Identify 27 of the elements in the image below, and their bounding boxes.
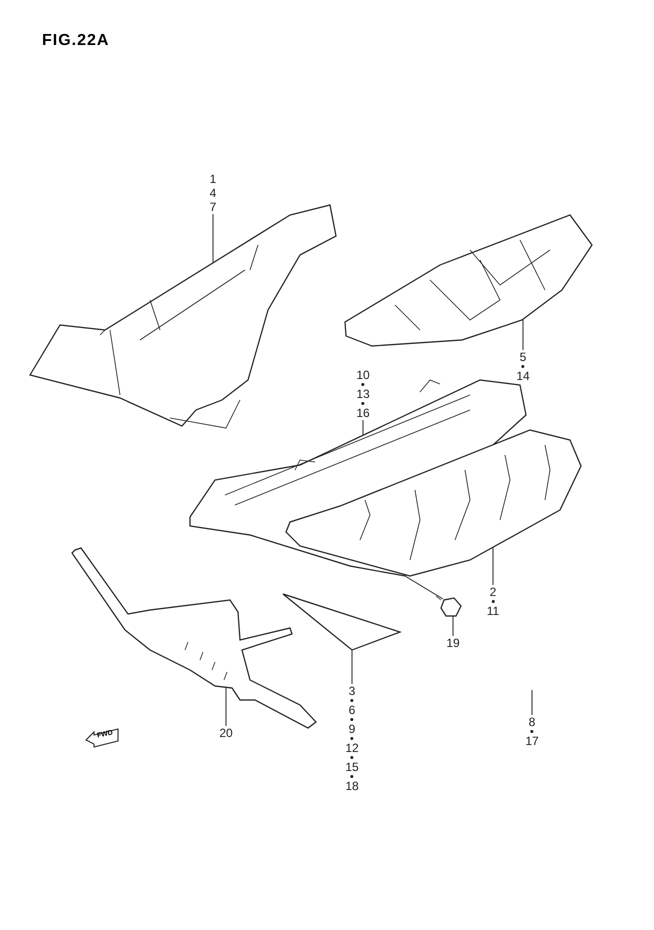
callout-number: 20 <box>219 726 233 740</box>
callout-number: 6 <box>348 703 356 717</box>
callout-number: 2 <box>490 585 496 599</box>
leader-line <box>452 616 454 636</box>
callout-number: 8 <box>528 715 536 729</box>
leader-line <box>404 576 444 600</box>
callout-number: 4 <box>210 186 216 200</box>
callout-number: 7 <box>210 200 216 214</box>
callout-number: 9 <box>348 722 356 736</box>
callout-number: 16 <box>356 406 370 420</box>
figure-title: FIG.22A <box>42 32 110 50</box>
callout-number: 14 <box>516 369 530 383</box>
callout-number: 5 <box>520 350 526 364</box>
callout-number: 10 <box>356 368 370 382</box>
callout-number: 19 <box>446 636 460 650</box>
leader-line <box>212 214 214 264</box>
callout-number: 3 <box>348 684 356 698</box>
callout-number: 13 <box>356 387 370 401</box>
leader-line <box>492 546 494 586</box>
callout-number: 15 <box>345 760 359 774</box>
callout-number: 18 <box>345 779 359 793</box>
callout-number: 1 <box>210 172 216 186</box>
leader-line <box>362 420 364 436</box>
callout-number: 17 <box>525 734 539 748</box>
callout-number: 12 <box>345 741 359 755</box>
leader-line <box>522 318 524 350</box>
callout-number: 11 <box>486 604 500 618</box>
